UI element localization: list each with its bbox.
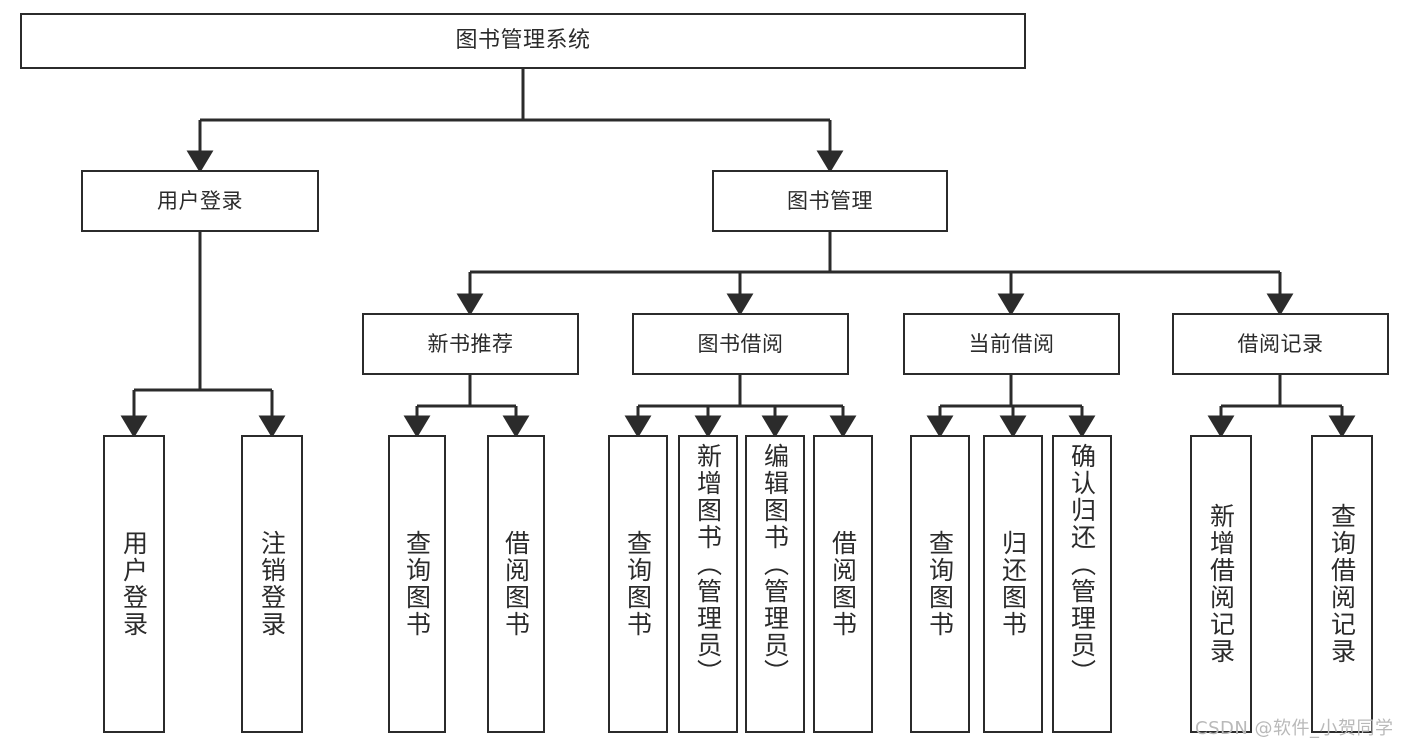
node-book-manage[interactable]: 图书管理 [712,170,948,232]
node-label: 归还图书 [998,530,1028,638]
node-label: 借阅记录 [1237,331,1324,356]
node-label: 当前借阅 [968,331,1055,356]
node-root-system[interactable]: 图书管理系统 [20,13,1026,69]
node-current-borrow[interactable]: 当前借阅 [903,313,1120,375]
node-new-book-rec[interactable]: 新书推荐 [362,313,579,375]
node-leaf-query-book[interactable]: 查询图书 [608,435,668,733]
node-leaf-borrow-book[interactable]: 借阅图书 [813,435,873,733]
node-label: 查询借阅记录 [1327,503,1357,665]
node-label: 查询图书 [623,530,653,638]
node-label: 确认归还（管理员） [1067,443,1097,686]
node-label: 注销登录 [257,530,287,638]
node-leaf-borrow-book-rec[interactable]: 借阅图书 [487,435,545,733]
node-label: 新增借阅记录 [1206,503,1236,665]
node-leaf-return-book[interactable]: 归还图书 [983,435,1043,733]
node-leaf-add-book[interactable]: 新增图书（管理员） [678,435,738,733]
node-label: 编辑图书（管理员） [760,443,790,686]
node-label: 借阅图书 [501,530,531,638]
node-label: 用户登录 [157,188,243,213]
node-label: 新书推荐 [427,331,514,356]
node-leaf-edit-book[interactable]: 编辑图书（管理员） [745,435,805,733]
node-label: 新增图书（管理员） [693,443,723,686]
node-leaf-query-book-rec[interactable]: 查询图书 [388,435,446,733]
node-book-borrow[interactable]: 图书借阅 [632,313,849,375]
node-user-login[interactable]: 用户登录 [81,170,319,232]
node-label: 查询图书 [925,530,955,638]
node-leaf-logout[interactable]: 注销登录 [241,435,303,733]
node-leaf-add-record[interactable]: 新增借阅记录 [1190,435,1252,733]
node-leaf-user-login[interactable]: 用户登录 [103,435,165,733]
node-leaf-query-book-cur[interactable]: 查询图书 [910,435,970,733]
node-label: 查询图书 [402,530,432,638]
node-label: 借阅图书 [828,530,858,638]
node-label: 图书管理 [787,188,873,213]
node-label: 图书借阅 [697,331,784,356]
node-leaf-query-record[interactable]: 查询借阅记录 [1311,435,1373,733]
node-label: 用户登录 [119,530,149,638]
csdn-watermark: CSDN @软件_小贺同学 [1195,718,1394,739]
node-borrow-record[interactable]: 借阅记录 [1172,313,1389,375]
node-label: 图书管理系统 [455,28,591,54]
node-leaf-confirm-return[interactable]: 确认归还（管理员） [1052,435,1112,733]
